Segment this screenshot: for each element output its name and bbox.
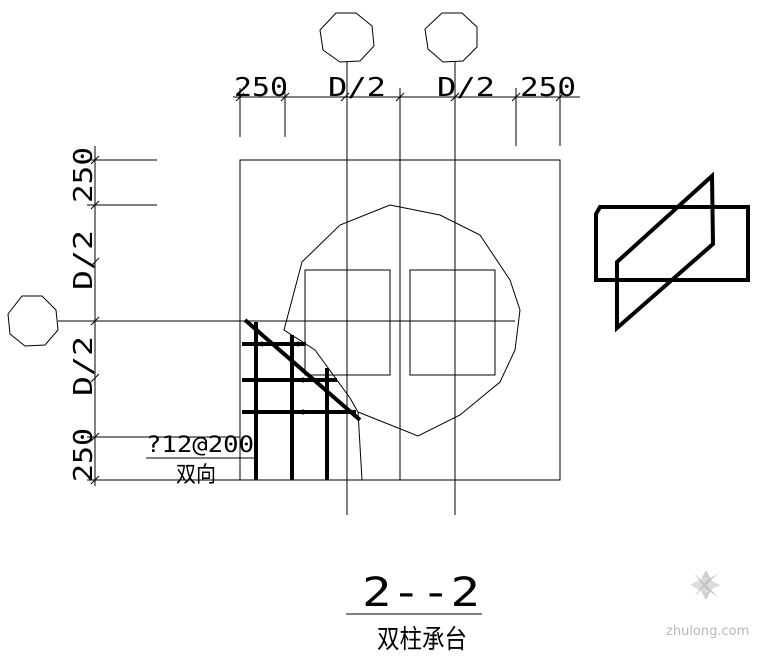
watermark-text: zhulong.com: [666, 624, 749, 639]
top-dimension-chain: [233, 88, 580, 146]
dim-left-3: D/2: [69, 336, 99, 396]
section-subtitle: 双柱承台: [377, 625, 467, 655]
column-right: [409, 269, 496, 376]
pile-outline: [283, 204, 521, 481]
dim-top-2: D/2: [328, 73, 386, 103]
grid-axes: [58, 62, 515, 515]
watermark-logo: [690, 570, 720, 600]
section-title: 2--2: [362, 570, 480, 616]
rebar-direction-label: 双向: [176, 463, 216, 488]
bar-hook-marks: [259, 341, 306, 415]
dim-top-3: D/2: [437, 73, 495, 103]
rebar-spec-label: ?12@200: [146, 433, 254, 458]
reinforcement-mesh: [242, 318, 362, 480]
left-dimension-chain: [87, 146, 240, 486]
dim-left-1: 250: [69, 147, 99, 203]
dim-top-1: 250: [234, 73, 288, 103]
dim-top-4: 250: [520, 73, 576, 103]
grid-bubble-top-right: [424, 12, 478, 63]
dim-left-2: D/2: [69, 230, 99, 290]
dim-left-4: 250: [69, 428, 99, 482]
grid-bubble-top-left: [319, 12, 375, 63]
section-break-symbol: [594, 171, 750, 333]
grid-bubble-left: [7, 295, 59, 347]
